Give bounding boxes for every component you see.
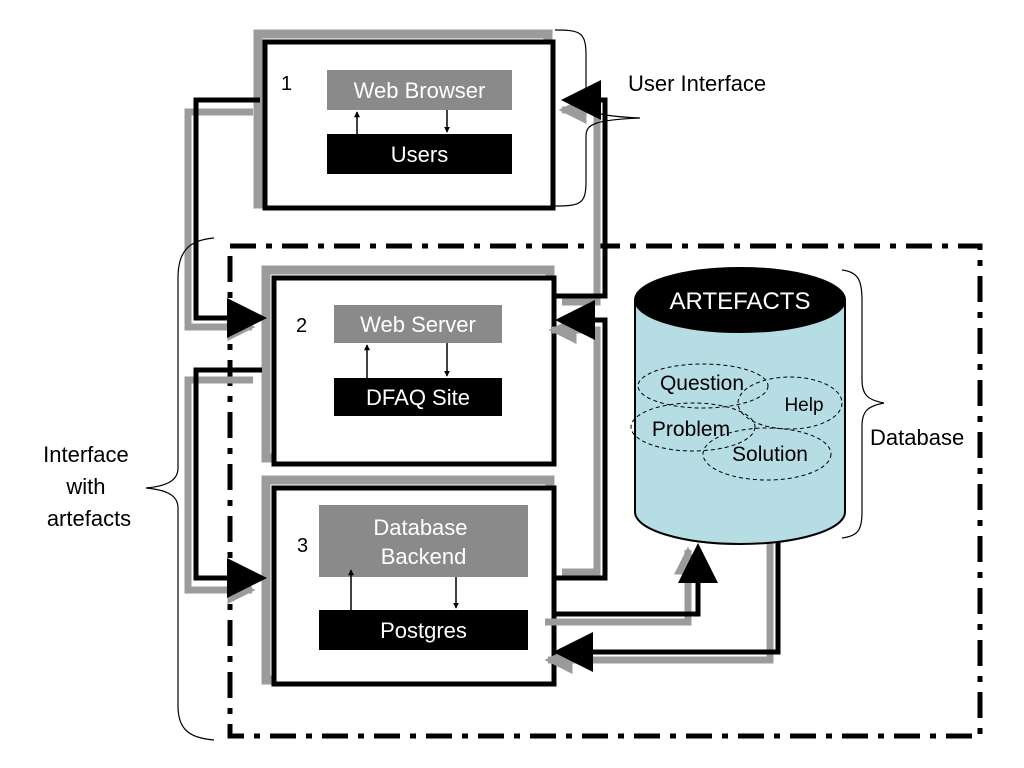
database-backend-label: Database Backend [373,515,473,569]
web-server-box [334,305,502,343]
users-box [327,134,512,174]
tier-1-box: 1 Web Browser Users [253,29,556,211]
postgres-box [319,610,528,650]
web-browser-label: Web Browser [354,78,486,103]
connector-shadow [548,316,601,576]
question-ellipse [637,363,769,409]
artefact-question: Question [660,372,744,395]
user-interface-brace [554,29,641,207]
artefact-problem: Problem [652,418,730,441]
connector-artefacts-to-box3 [553,542,781,672]
database-label: Database [870,425,964,450]
dfaq-site-box [334,378,502,416]
interface-with-artefacts-brace [145,237,215,741]
cylinder-top [634,267,846,333]
connector-box1-to-box2 [193,97,267,338]
database-backend-label-line: Backend [381,544,467,569]
postgres-label: Postgres [380,618,467,643]
connector-box3-to-artefacts [552,543,718,617]
connector-shadow [544,540,774,674]
users-label: Users [391,142,448,167]
web-browser-box [327,70,512,110]
tier-3-box: 3 Database Backend Postgres [261,475,557,687]
tier-1-number: 1 [281,73,292,95]
interface-label-line: artefacts [47,506,131,531]
interface-with-artefacts-label: Interface with artefacts [43,442,135,531]
database-backend-label-line: Database [373,515,467,540]
user-interface-label: User Interface [628,71,766,96]
web-server-label: Web Server [360,312,476,337]
connector-box3-to-box2 [555,300,608,581]
interface-label-line: with [65,474,105,499]
connector-shadow [184,376,256,604]
artefacts-label: ARTEFACTS [670,288,811,315]
tier-2-number: 2 [296,315,307,337]
tier-2-box: 2 Web Server DFAQ Site [261,265,557,467]
database-brace [841,269,885,539]
connector-shadow [184,108,256,341]
database-backend-box [319,505,528,577]
interface-label-line: Interface [43,442,129,467]
dfaq-site-label: DFAQ Site [366,385,470,410]
solution-ellipse [702,427,832,481]
help-ellipse [737,376,843,430]
connector-box2-to-box3 [193,367,267,598]
artefact-help: Help [784,395,823,416]
connector-shadow [545,546,702,626]
artefact-solution: Solution [732,443,808,466]
tier-3-number: 3 [297,535,308,557]
artefacts-cylinder: ARTEFACTS Question Help Problem Solution [630,267,846,545]
problem-ellipse [630,402,756,452]
